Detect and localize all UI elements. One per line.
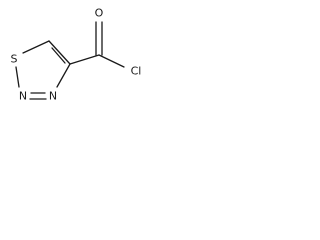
atom-chlorine-label: Cl — [131, 65, 142, 78]
bond-s-c5 — [22, 40, 50, 54]
bond-c4-n3 — [56, 63, 71, 88]
bond-c5-c4 — [48, 40, 71, 65]
carbonyl-chloride-group — [69, 21, 125, 68]
bond-carbonyl-chlorine — [98, 54, 125, 68]
bond-n2-s — [15, 66, 20, 88]
chemical-structure: S N N O Cl — [11, 7, 142, 103]
atom-nitrogen-3-label: N — [49, 90, 57, 103]
atom-oxygen-label: O — [95, 7, 104, 20]
atom-nitrogen-2-label: N — [19, 90, 27, 103]
bond-c4-carbonyl — [69, 54, 100, 65]
thiadiazole-ring — [15, 40, 71, 100]
atom-sulfur-label: S — [11, 53, 18, 66]
bond-c5-c4-inner — [51, 47, 66, 64]
